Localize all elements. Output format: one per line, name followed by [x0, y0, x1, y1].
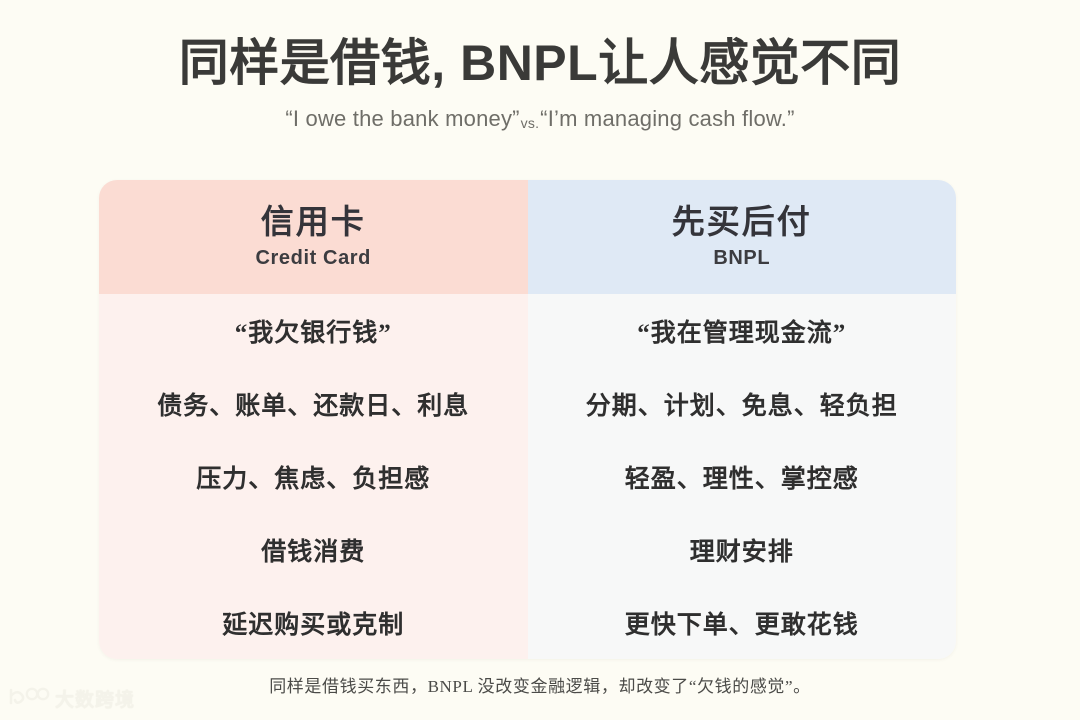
column-header-credit-card: 信用卡 Credit Card	[99, 180, 528, 294]
column-header-bnpl-en: BNPL	[713, 247, 771, 270]
table-row: “我欠银行钱” “我在管理现金流”	[99, 294, 956, 367]
footer-note: 同样是借钱买东西，BNPL 没改变金融逻辑，却改变了“欠钱的感觉”。	[269, 677, 811, 696]
cell-credit-card: 借钱消费	[99, 513, 528, 586]
comparison-table: 信用卡 Credit Card 先买后付 BNPL “我欠银行钱” “我在管理现…	[99, 180, 956, 659]
column-header-bnpl: 先买后付 BNPL	[527, 180, 956, 294]
table-row: 债务、账单、还款日、利息 分期、计划、免息、轻负担	[99, 367, 956, 440]
cell-credit-card: 延迟购买或克制	[99, 586, 528, 659]
cell-bnpl: 轻盈、理性、掌控感	[527, 440, 956, 513]
table-header: 信用卡 Credit Card 先买后付 BNPL	[99, 180, 956, 294]
subtitle-vs: vs.	[520, 115, 540, 131]
page-title: 同样是借钱, BNPL让人感觉不同	[178, 35, 902, 91]
table-row: 借钱消费 理财安排	[99, 513, 956, 586]
column-header-credit-card-cn: 信用卡	[260, 202, 366, 240]
page-header: 同样是借钱, BNPL让人感觉不同 “I owe the bank money”…	[0, 0, 1080, 132]
page-subtitle: “I owe the bank money”vs.“I’m managing c…	[0, 106, 1080, 132]
watermark-label: 大数跨境	[55, 690, 136, 711]
comparison-table-container: 信用卡 Credit Card 先买后付 BNPL “我欠银行钱” “我在管理现…	[99, 180, 956, 659]
table-row: 压力、焦虑、负担感 轻盈、理性、掌控感	[99, 440, 956, 513]
table-body: “我欠银行钱” “我在管理现金流” 债务、账单、还款日、利息 分期、计划、免息、…	[99, 294, 956, 659]
cell-credit-card: “我欠银行钱”	[99, 294, 528, 367]
column-header-bnpl-cn: 先买后付	[671, 202, 812, 240]
cell-bnpl: “我在管理现金流”	[527, 294, 956, 367]
subtitle-right-quote: “I’m managing cash flow.”	[540, 106, 795, 131]
watermark: 大数跨境	[8, 685, 135, 712]
brand-logo-icon	[8, 685, 50, 712]
cell-credit-card: 压力、焦虑、负担感	[99, 440, 528, 513]
column-header-credit-card-en: Credit Card	[255, 247, 371, 270]
subtitle-left-quote: “I owe the bank money”	[285, 106, 520, 131]
cell-credit-card: 债务、账单、还款日、利息	[99, 367, 528, 440]
cell-bnpl: 分期、计划、免息、轻负担	[527, 367, 956, 440]
table-row: 延迟购买或克制 更快下单、更敢花钱	[99, 586, 956, 659]
cell-bnpl: 理财安排	[527, 513, 956, 586]
table-header-row: 信用卡 Credit Card 先买后付 BNPL	[99, 180, 956, 294]
cell-bnpl: 更快下单、更敢花钱	[527, 586, 956, 659]
